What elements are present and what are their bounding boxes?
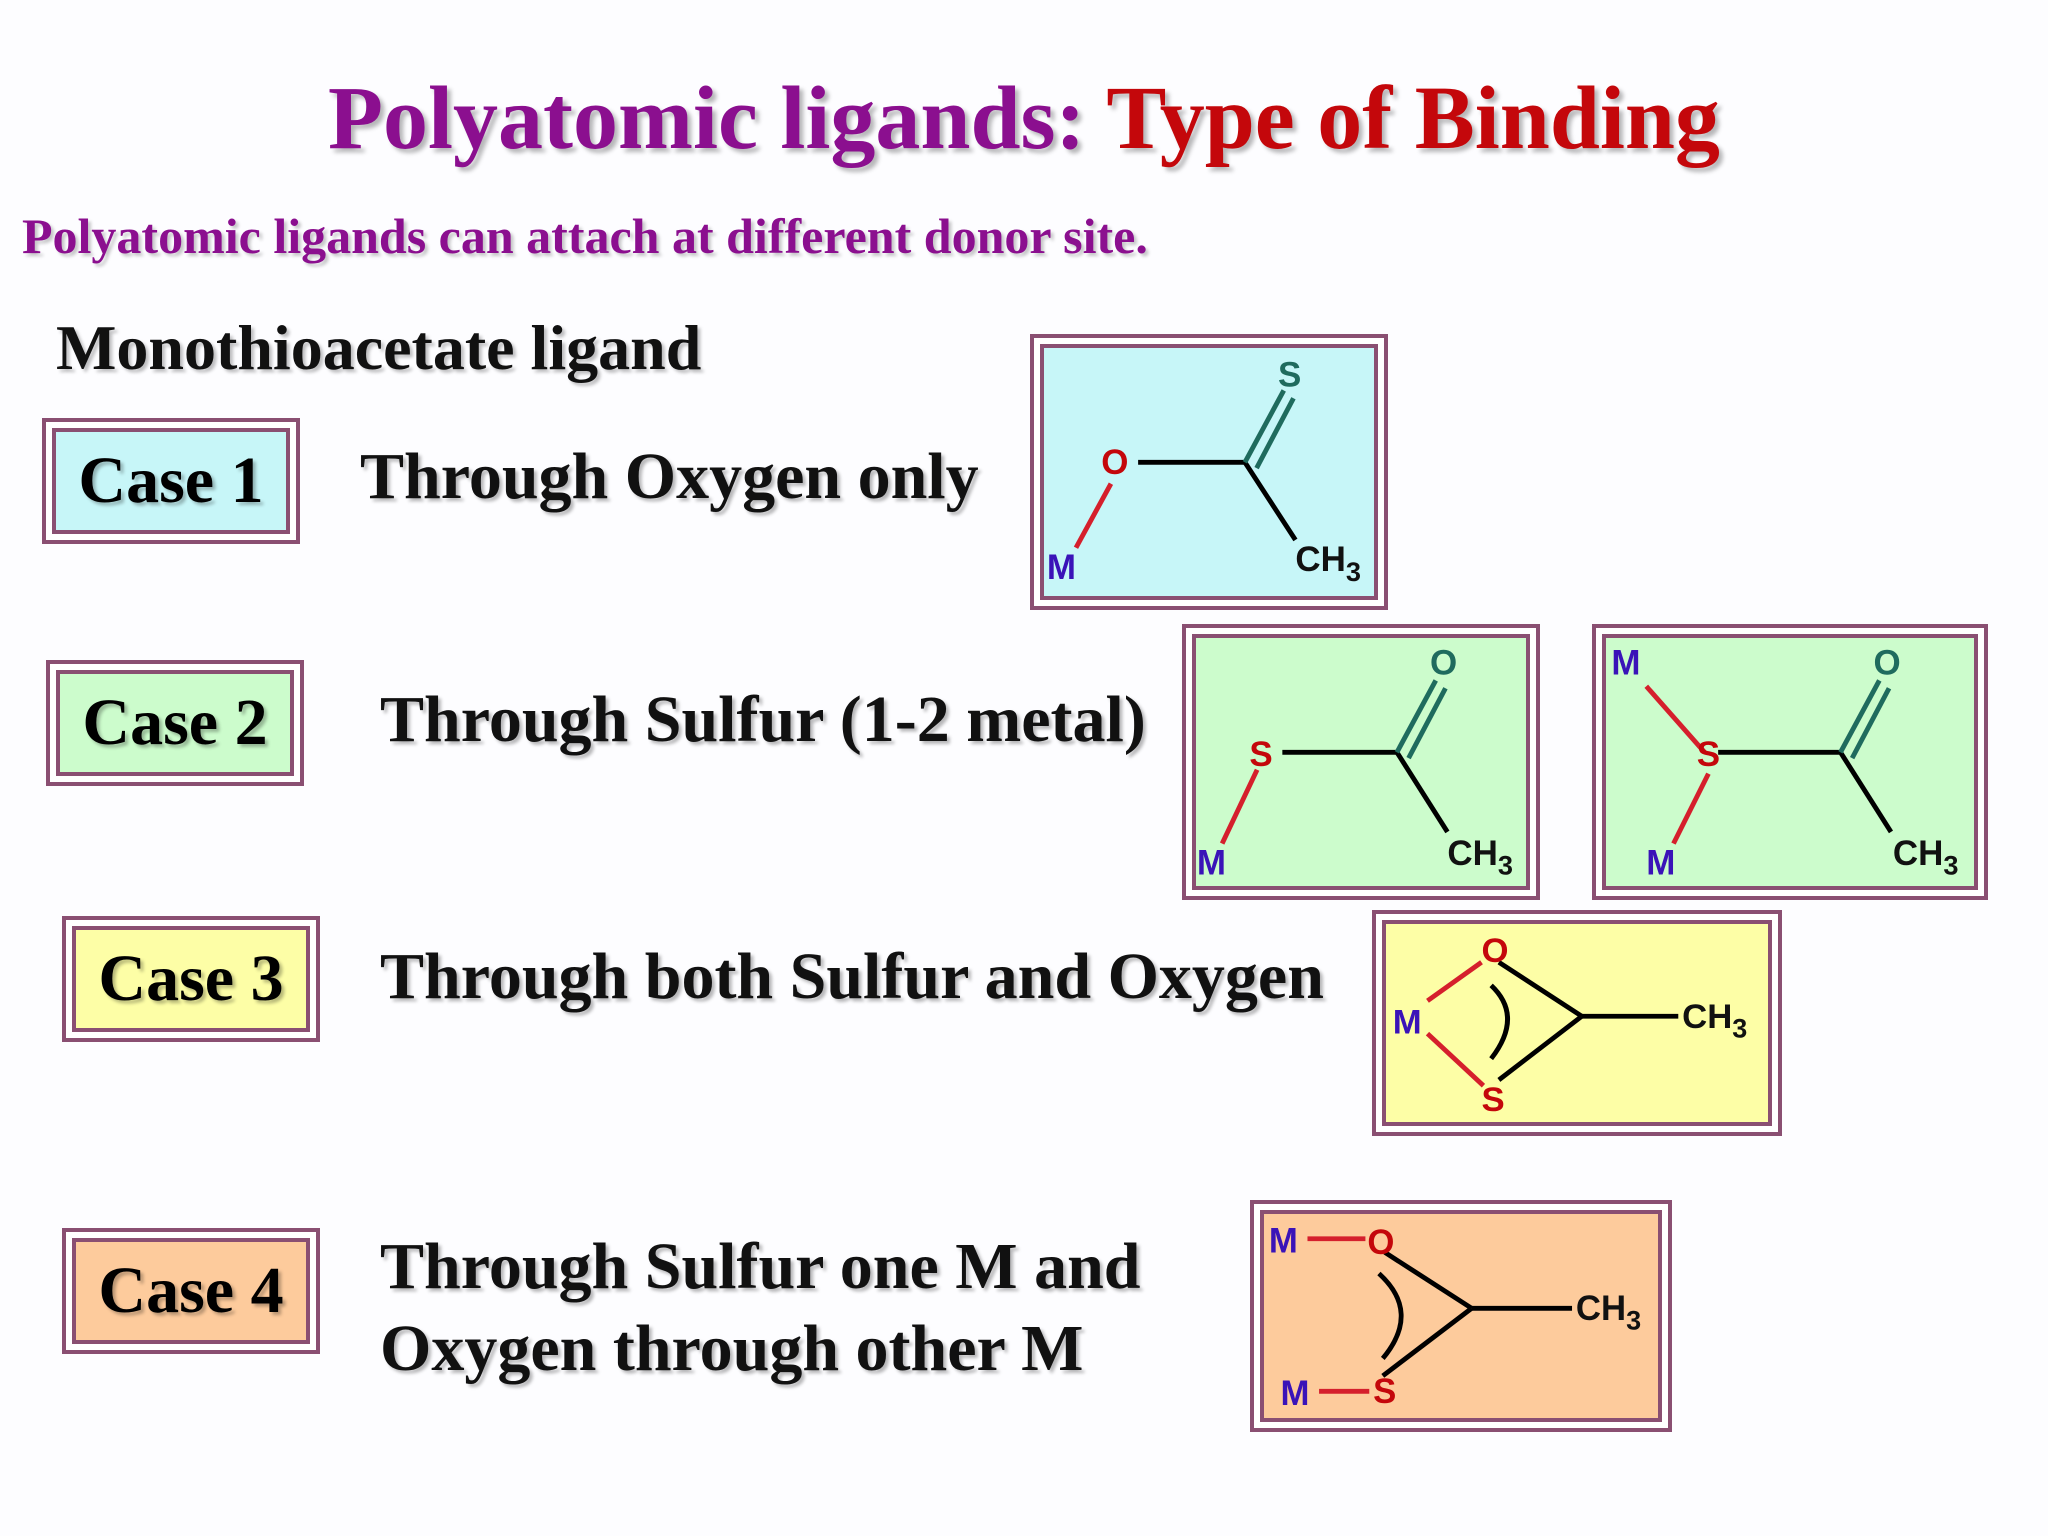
case-4-label: Case 4 bbox=[62, 1228, 320, 1354]
case-2b-oxygen: O bbox=[1874, 644, 1901, 683]
case-2b-structure-drawing: M O S M CH3 bbox=[1611, 644, 1959, 883]
slide-subtitle: Polyatomic ligands can attach at differe… bbox=[22, 208, 1148, 264]
case-3-description: Through both Sulfur and Oxygen bbox=[380, 940, 1324, 1013]
case-2b-sulfur: S bbox=[1697, 735, 1720, 774]
case-3-structure-drawing: O S M CH3 bbox=[1393, 932, 1748, 1119]
case-4-structure-drawing: M O M S CH3 bbox=[1269, 1222, 1641, 1413]
case-1-structure: S O M CH3 bbox=[1030, 334, 1388, 610]
case-2-structure-single-metal: O S M CH3 bbox=[1182, 624, 1540, 900]
case-3-structure: O S M CH3 bbox=[1372, 910, 1782, 1136]
case-3-label: Case 3 bbox=[62, 916, 320, 1042]
case-2b-metal-bottom: M bbox=[1646, 844, 1675, 883]
case-2a-metal: M bbox=[1197, 844, 1226, 883]
case-2a-oxygen: O bbox=[1430, 644, 1457, 683]
case-1-label: Case 1 bbox=[42, 418, 300, 544]
section-heading: Monothioacetate ligand bbox=[56, 312, 702, 383]
case-4-description-line-2: Oxygen through other M bbox=[380, 1312, 1084, 1385]
case-2a-methyl: CH3 bbox=[1447, 834, 1513, 881]
case-1-description: Through Oxygen only bbox=[360, 440, 979, 513]
case-4-sulfur: S bbox=[1373, 1373, 1396, 1411]
case-4-metal-bottom: M bbox=[1280, 1375, 1309, 1413]
title-part-1: Polyatomic ligands: bbox=[328, 69, 1107, 168]
title-part-2: Type of Binding bbox=[1106, 69, 1720, 168]
case-3-sulfur: S bbox=[1482, 1081, 1505, 1119]
case-1-methyl: CH3 bbox=[1295, 540, 1361, 587]
case-1-metal: M bbox=[1047, 548, 1076, 587]
case-1-structure-drawing: S O M CH3 bbox=[1047, 356, 1361, 587]
case-2-description: Through Sulfur (1-2 metal) bbox=[380, 683, 1146, 756]
case-1-oxygen: O bbox=[1101, 443, 1128, 482]
case-3-methyl: CH3 bbox=[1682, 998, 1747, 1044]
case-4-structure: M O M S CH3 bbox=[1250, 1200, 1672, 1432]
case-4-methyl: CH3 bbox=[1576, 1290, 1641, 1336]
case-2-label: Case 2 bbox=[46, 660, 304, 786]
case-4-oxygen: O bbox=[1367, 1224, 1394, 1262]
case-4-description-line-1: Through Sulfur one M and bbox=[380, 1230, 1141, 1303]
case-2a-sulfur: S bbox=[1249, 735, 1272, 774]
case-2b-methyl: CH3 bbox=[1893, 834, 1959, 881]
case-3-metal: M bbox=[1393, 1004, 1422, 1042]
slide-title: Polyatomic ligands: Type of Binding bbox=[0, 64, 2048, 174]
case-1-sulfur: S bbox=[1278, 356, 1301, 395]
case-3-oxygen: O bbox=[1482, 932, 1509, 970]
case-4-metal-top: M bbox=[1269, 1222, 1298, 1260]
case-2b-metal-top: M bbox=[1611, 644, 1640, 683]
case-2a-structure-drawing: O S M CH3 bbox=[1197, 644, 1513, 883]
case-2-structure-bridging: M O S M CH3 bbox=[1592, 624, 1988, 900]
